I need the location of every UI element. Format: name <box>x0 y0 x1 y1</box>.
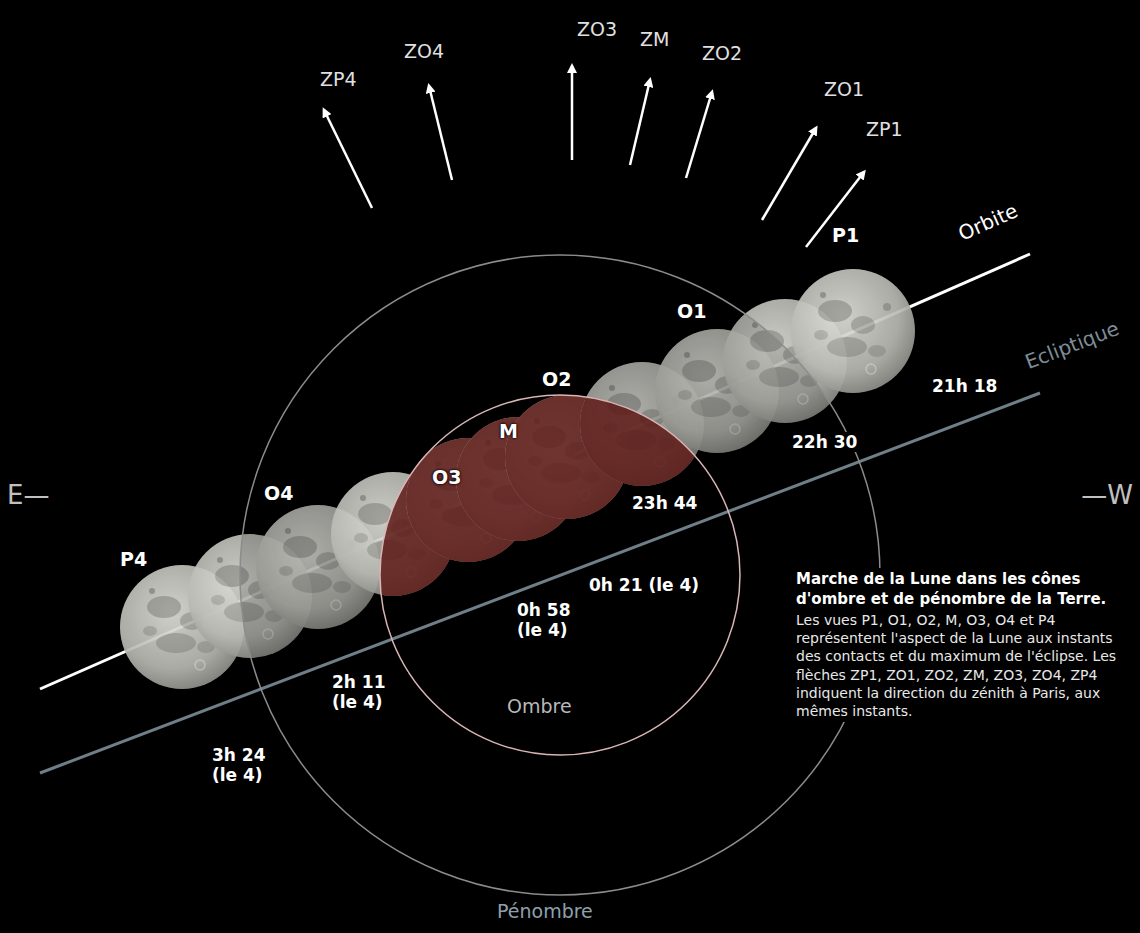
moon-position-label: M <box>497 420 520 442</box>
caption-block: Marche de la Lune dans les cônes d'ombre… <box>793 568 1133 722</box>
zenith-label: ZO4 <box>402 40 446 62</box>
moon-position-label: O4 <box>262 482 295 504</box>
penumbra-circle <box>240 255 880 895</box>
umbra-circle <box>380 395 740 755</box>
moon-position-label: O3 <box>430 466 463 488</box>
zenith-label: ZM <box>638 28 671 50</box>
zenith-label: ZO2 <box>700 42 744 64</box>
time-label: 21h 18 <box>930 376 999 396</box>
ecliptic-label: Ecliptique <box>1020 315 1124 374</box>
time-label: 23h 44 <box>630 493 699 513</box>
zenith-label: ZO3 <box>575 18 619 40</box>
time-label: 22h 30 <box>790 432 859 452</box>
zenith-arrows <box>324 66 864 247</box>
moon-position-label: O1 <box>675 300 708 322</box>
time-label: 3h 24 (le 4) <box>210 745 288 785</box>
time-label: 0h 58 (le 4) <box>515 600 593 640</box>
caption-body: Les vues P1, O1, O2, M, O3, O4 et P4 rep… <box>796 611 1130 720</box>
direction-label: E— <box>5 480 51 510</box>
moon-position-label: O2 <box>540 368 573 390</box>
time-label: 0h 21 (le 4) <box>587 575 701 595</box>
zenith-label: ZP1 <box>864 118 905 140</box>
caption-heading: Marche de la Lune dans les cônes d'ombre… <box>796 570 1130 609</box>
zenith-label: ZO1 <box>822 78 866 100</box>
zenith-label: ZP4 <box>318 68 359 90</box>
orbit-label: Orbite <box>953 198 1023 247</box>
umbra-label: Ombre <box>505 695 574 717</box>
penumbra-label: Pénombre <box>495 900 595 922</box>
direction-label: —W <box>1079 480 1135 510</box>
moon-position-label: P1 <box>830 224 861 246</box>
moon-position-label: P4 <box>118 548 149 570</box>
time-label: 2h 11 (le 4) <box>330 672 408 712</box>
